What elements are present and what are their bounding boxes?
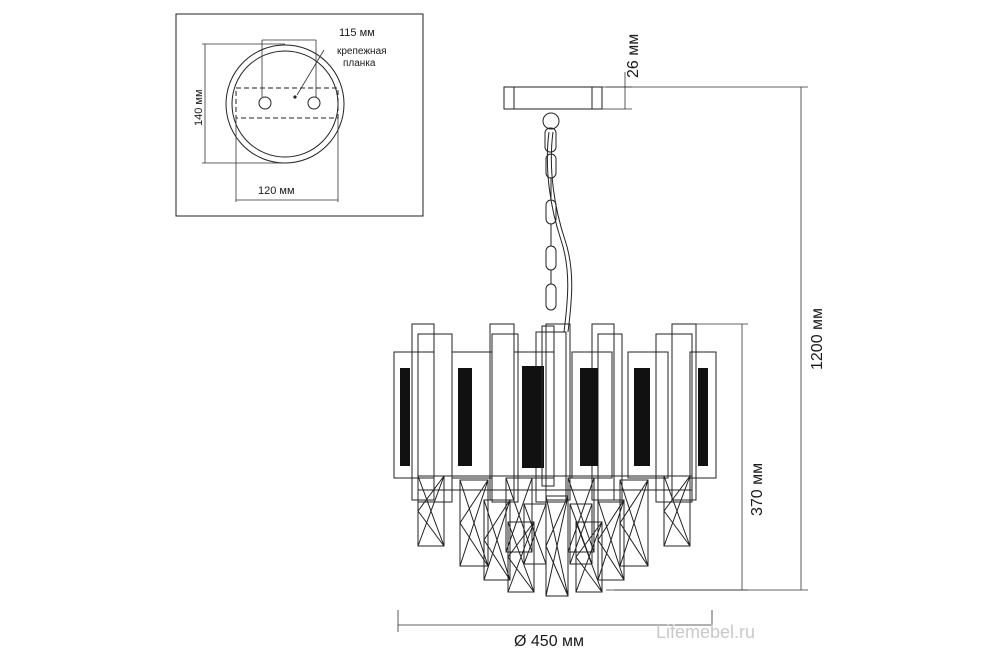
glass-panel bbox=[689, 351, 717, 479]
prism-row-upper bbox=[417, 475, 691, 567]
center-rod bbox=[541, 325, 555, 487]
dark-insert bbox=[522, 366, 544, 468]
chandelier-body bbox=[393, 323, 717, 503]
bar-center-dot bbox=[293, 95, 297, 99]
dim-26-label: 26 мм bbox=[625, 34, 642, 78]
dim-450: Ø 450 мм bbox=[397, 610, 713, 650]
dim-450-label: Ø 450 мм bbox=[514, 633, 584, 650]
mounting-bar-label-1: крепежная bbox=[337, 46, 387, 57]
dim-1200-label: 1200 мм bbox=[809, 308, 826, 370]
crystal-prisms bbox=[417, 475, 691, 597]
glass-panel bbox=[627, 351, 669, 479]
glass-plate bbox=[671, 323, 697, 501]
canopy-inner-circle bbox=[231, 50, 339, 158]
mounting-bar bbox=[235, 87, 339, 119]
mounting-bar-label-2: планка bbox=[343, 58, 376, 69]
glass-plate bbox=[417, 333, 453, 503]
inset-frame bbox=[175, 13, 424, 217]
mount-hole-right bbox=[307, 96, 321, 110]
dim-140-label: 140 мм bbox=[193, 89, 205, 126]
dim-370-label: 370 мм bbox=[749, 463, 766, 516]
dim-26: 26 мм bbox=[602, 34, 642, 110]
watermark: Lifemebel.ru bbox=[656, 622, 755, 642]
dim-115-label: 115 мм bbox=[339, 27, 375, 39]
mount-hole-left bbox=[258, 96, 272, 110]
prism-row-middle bbox=[483, 495, 625, 597]
power-cord bbox=[550, 131, 573, 333]
glass-plate bbox=[545, 323, 571, 501]
glass-plate bbox=[489, 323, 515, 501]
canopy-outer-circle bbox=[225, 44, 345, 164]
glass-plate bbox=[597, 333, 623, 503]
dim-1200: 1200 мм bbox=[606, 86, 826, 591]
chain-link bbox=[545, 245, 557, 271]
label-leader bbox=[296, 49, 325, 96]
glass-plate bbox=[655, 333, 693, 503]
prism-row-lower bbox=[507, 521, 603, 593]
dim-370: 370 мм bbox=[614, 323, 766, 591]
power-cord-inner bbox=[546, 131, 569, 333]
dark-insert bbox=[580, 368, 598, 466]
glass-panel bbox=[451, 351, 493, 479]
dark-insert bbox=[634, 368, 650, 466]
suspension-chain bbox=[544, 127, 573, 333]
chain-link bbox=[545, 283, 557, 311]
dark-insert bbox=[698, 368, 708, 466]
glass-plate bbox=[411, 323, 435, 501]
glass-panel bbox=[393, 351, 435, 479]
dim-120-label: 120 мм bbox=[258, 185, 295, 197]
dark-insert bbox=[400, 368, 410, 466]
canopy bbox=[503, 86, 603, 110]
chain-link bbox=[545, 199, 557, 225]
canopy-assembly bbox=[503, 86, 603, 130]
dark-insert bbox=[458, 368, 472, 466]
mounting-inset: 115 мм крепежная планка 140 мм 120 мм bbox=[175, 13, 424, 217]
canopy-ring bbox=[542, 112, 560, 130]
chain-link bbox=[544, 127, 557, 153]
